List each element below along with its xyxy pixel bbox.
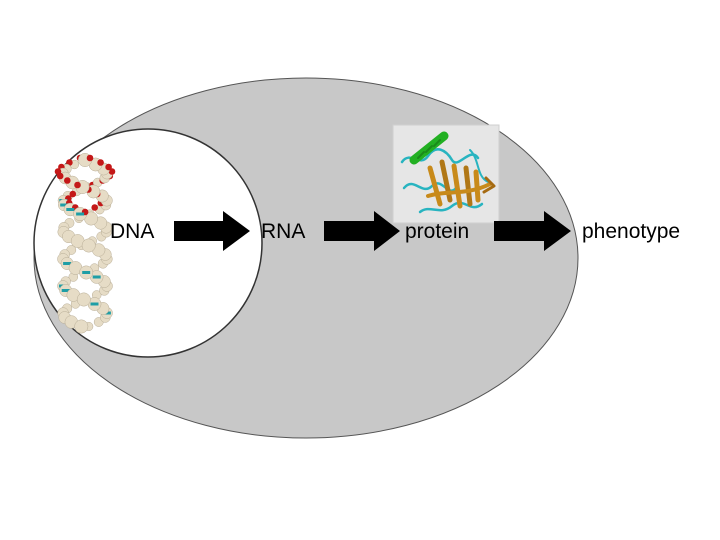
- dna-helix-icon: [54, 153, 116, 334]
- label-rna: RNA: [261, 220, 306, 243]
- label-dna: DNA: [110, 220, 155, 243]
- protein-ribbon-icon: [392, 124, 500, 224]
- arrow-rna-to-protein: [324, 211, 400, 251]
- label-phenotype: phenotype: [582, 220, 681, 243]
- arrow-dna-to-rna: [174, 211, 250, 251]
- label-protein: protein: [405, 220, 470, 243]
- arrow-protein-to-phenotype: [494, 211, 571, 251]
